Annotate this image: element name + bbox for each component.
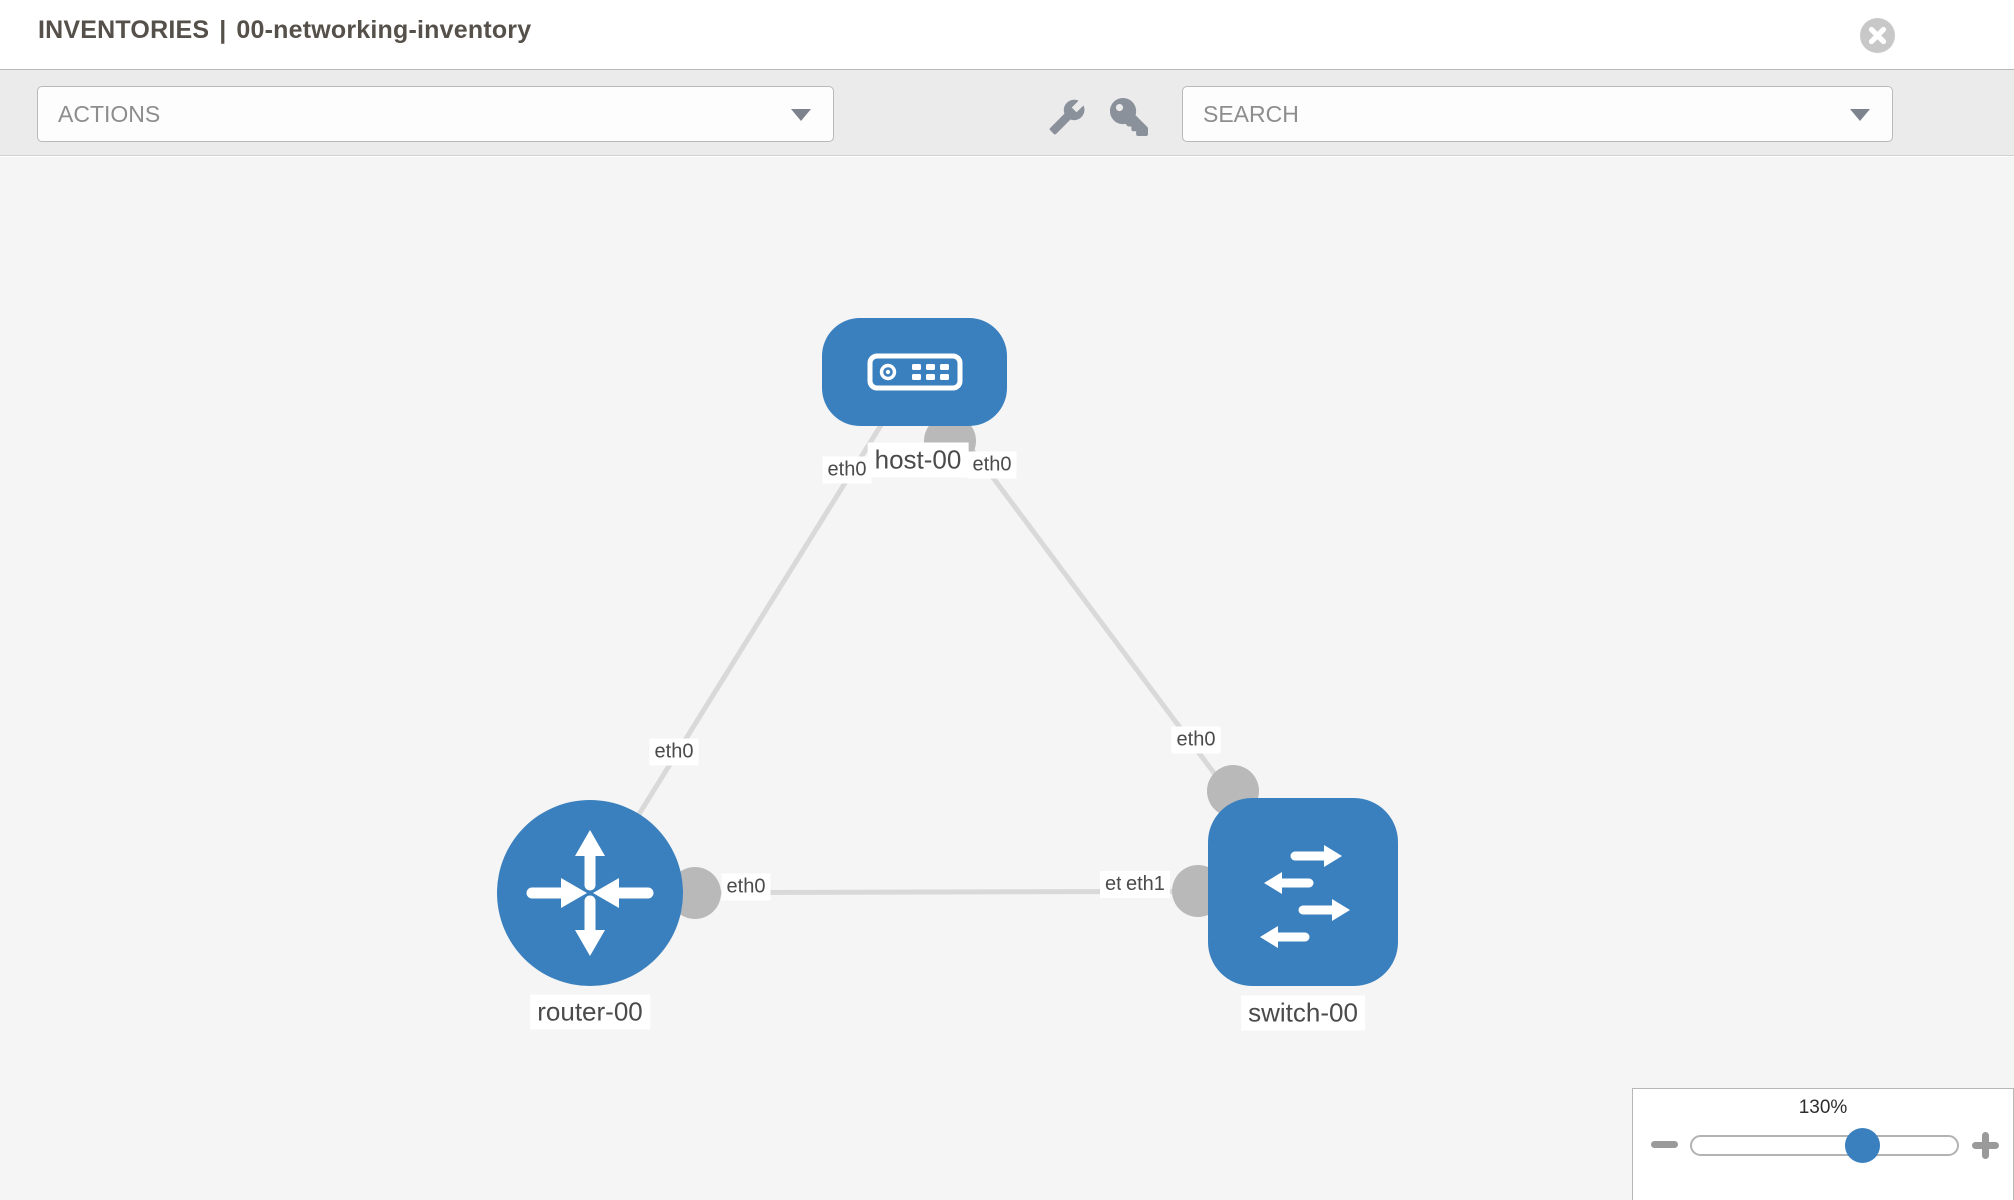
search-dropdown[interactable]: SEARCH: [1182, 86, 1893, 142]
interface-label-host-eth0-left: eth0: [822, 456, 872, 484]
zoom-slider-handle[interactable]: [1845, 1128, 1880, 1163]
wrench-icon[interactable]: [1048, 98, 1086, 136]
zoom-in-icon[interactable]: [1972, 1132, 1999, 1159]
caret-down-icon: [791, 109, 811, 121]
zoom-out-icon[interactable]: [1651, 1141, 1678, 1148]
node-host-00[interactable]: [822, 318, 1007, 426]
interface-label-router-eth0-top: eth0: [649, 738, 699, 766]
interface-label-switch-eth0-top: eth0: [1171, 726, 1221, 754]
node-switch-00[interactable]: [1208, 798, 1398, 986]
zoom-panel: 130%: [1632, 1088, 2014, 1200]
close-icon: [1868, 26, 1887, 45]
actions-dropdown-label: ACTIONS: [58, 101, 161, 127]
search-dropdown-label: SEARCH: [1203, 101, 1299, 127]
close-button[interactable]: [1860, 18, 1895, 53]
switch-icon: [1260, 845, 1350, 948]
page-title: INVENTORIES | 00-networking-inventory: [38, 16, 531, 45]
zoom-level-value: 130%: [1798, 1097, 1848, 1118]
breadcrumb-separator: |: [219, 16, 227, 44]
topology-canvas[interactable]: host-00 router-00 switch-00 eth0 eth0 et…: [0, 157, 2014, 1200]
caret-down-icon: [1850, 109, 1870, 121]
host-icon: [867, 353, 962, 391]
interface-label-host-eth0-right: eth0: [967, 451, 1017, 479]
zoom-slider-track[interactable]: [1690, 1135, 1959, 1156]
links-layer: [587, 370, 1306, 919]
breadcrumb-section: INVENTORIES: [38, 16, 210, 44]
node-label-router: router-00: [530, 994, 650, 1030]
interface-label-switch-eth1: eth1: [1121, 871, 1170, 898]
interface-label-router-eth0-right: eth0: [721, 873, 771, 901]
node-router-00[interactable]: [497, 800, 683, 986]
router-icon: [526, 830, 654, 956]
node-label-host: host-00: [867, 442, 969, 478]
inventory-name: 00-networking-inventory: [236, 16, 532, 44]
header: INVENTORIES | 00-networking-inventory: [0, 0, 2014, 70]
key-icon[interactable]: [1110, 98, 1148, 136]
toolbar: ACTIONS SEARCH: [0, 70, 2014, 156]
node-label-switch: switch-00: [1241, 995, 1365, 1031]
actions-dropdown[interactable]: ACTIONS: [37, 86, 834, 142]
